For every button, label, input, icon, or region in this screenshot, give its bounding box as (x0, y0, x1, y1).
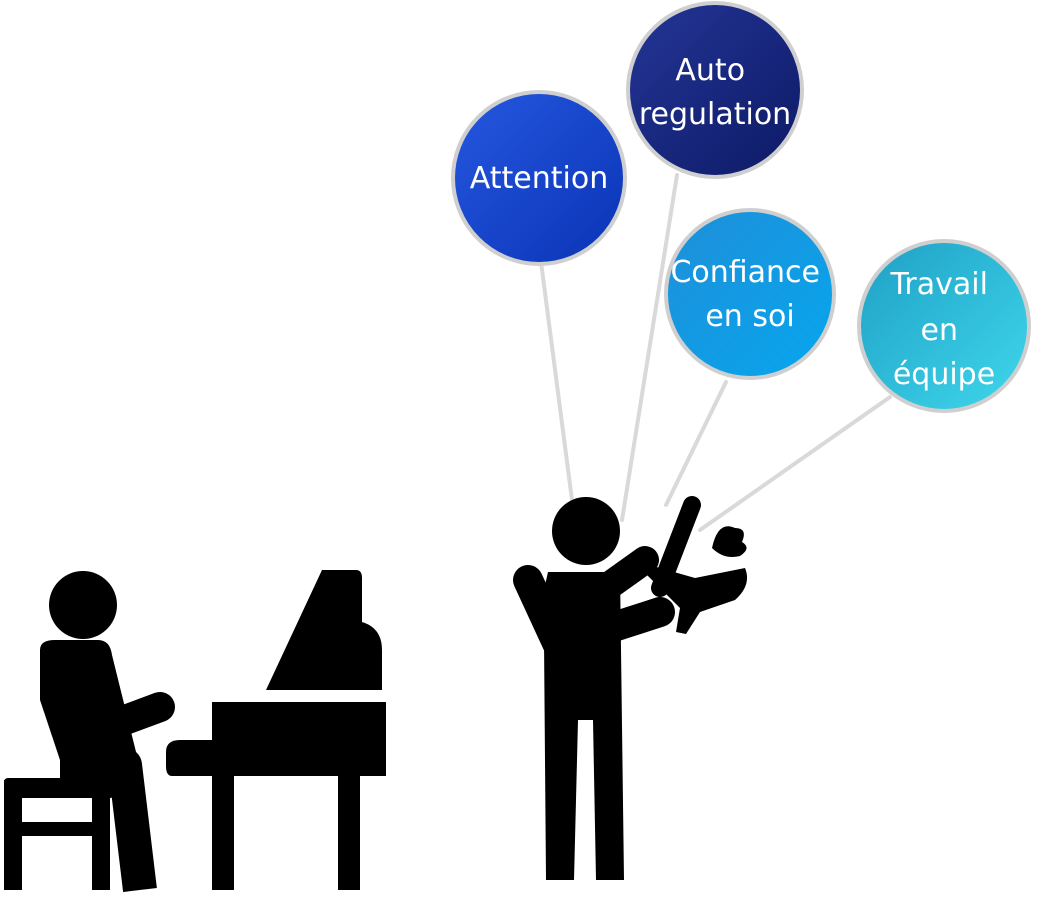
balloon-label-autoregulation-1: Auto (675, 53, 745, 88)
string-confiance (664, 380, 728, 507)
piano-keyboard (166, 740, 214, 776)
grand-piano-icon (166, 570, 386, 890)
violinist-icon (513, 497, 675, 880)
violinist-head (552, 497, 620, 565)
violin-icon (632, 496, 748, 634)
pianist-icon (4, 571, 175, 893)
balloon-icon (664, 208, 836, 380)
balloon-label-autoregulation-2: regulation (639, 97, 791, 132)
svg-text:Travail en équipe: Travail en équipe (890, 267, 998, 392)
balloon-travail: Travail en équipe (857, 239, 1031, 413)
string-travail (698, 395, 892, 532)
piano-leg-left (212, 770, 234, 890)
balloon-label-confiance-1: Confiance (670, 255, 820, 290)
svg-text:Auto regulation: Auto regulation (639, 53, 791, 132)
pianist-head (49, 571, 117, 639)
balloon-icon (857, 239, 1031, 413)
pianist-arm (53, 660, 175, 745)
violin-body (632, 560, 748, 634)
balloon-label-confiance-2: en soi (705, 299, 794, 334)
string-attention (539, 260, 574, 502)
svg-text:Confiance en soi: Confiance en soi (670, 255, 829, 334)
balloon-icon (626, 1, 804, 179)
pianist-chair-rail (4, 822, 110, 836)
svg-text:Attention: Attention (470, 161, 608, 196)
balloon-label-travail-3: équipe (893, 357, 995, 392)
piano-body (212, 702, 386, 776)
string-autoregulation (620, 173, 679, 522)
balloon-strings (539, 173, 892, 532)
pianist-chair-seat (4, 778, 114, 798)
piano-lid (266, 570, 382, 690)
piano-leg-right (338, 770, 360, 890)
balloon-label-attention-1: Attention (470, 161, 608, 196)
balloon-autoregulation: Auto regulation (626, 1, 804, 179)
violin-scroll (712, 526, 747, 557)
pianist-leg (60, 748, 157, 893)
balloon-attention: Attention (451, 90, 627, 266)
balloon-confiance: Confiance en soi (664, 208, 836, 380)
violinist-arm-left (513, 565, 675, 660)
balloon-icon (451, 90, 627, 266)
balloon-label-travail-2: en (920, 313, 957, 348)
balloon-label-travail-1: Travail (890, 267, 988, 302)
